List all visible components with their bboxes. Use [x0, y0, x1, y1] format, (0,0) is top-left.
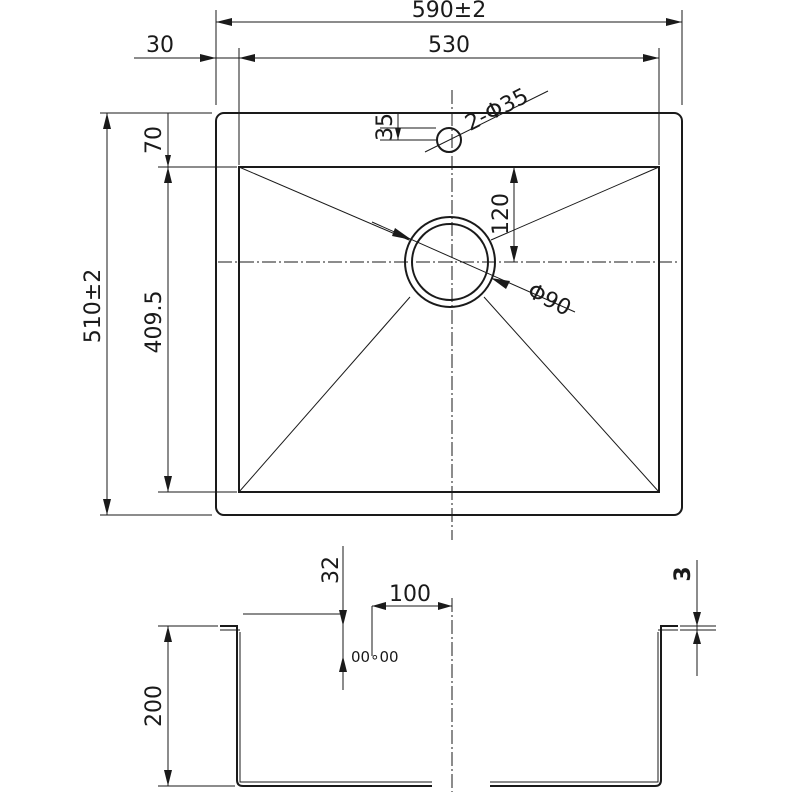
top-flange-label: 70 [142, 126, 167, 154]
bowl-slope-lines [238, 166, 660, 493]
dimension-overall-depth: 510±2 [81, 112, 212, 516]
dimension-drain-diameter: Φ90 [371, 221, 576, 322]
drain-diameter-label: Φ90 [523, 279, 575, 322]
tap-hole-offset-label: 35 [373, 113, 398, 141]
dimension-bowl-width: 30 530 [134, 33, 660, 165]
bowl-height-label: 200 [142, 685, 167, 727]
sink-side-profile [220, 625, 678, 787]
sheet-thickness-label: 3 [671, 566, 696, 581]
bowl-length-label: 409.5 [142, 291, 167, 354]
dimension-drain-offset: 120 [489, 167, 518, 262]
overflow-marking: 00∘00 [351, 648, 399, 666]
tap-hole-label: 2-Φ35 [461, 84, 532, 137]
drain-offset-label: 120 [489, 193, 514, 235]
top-view [215, 90, 683, 540]
dimension-bowl-length: 409.5 [142, 167, 237, 493]
sink-outer-outline [215, 112, 683, 516]
dimension-tap-hole: 2-Φ35 [424, 84, 549, 153]
bowl-outline [238, 166, 660, 493]
side-view: 00∘00 [220, 598, 678, 792]
dimension-overflow-offset: 32 [243, 546, 347, 690]
flange-offset-label: 30 [146, 33, 174, 58]
dimension-sheet-thickness: 3 [671, 560, 716, 676]
dimension-top-flange: 70 [142, 112, 237, 168]
dimension-tap-hole-offset: 35 [373, 112, 436, 141]
tap-hole-circle [436, 127, 462, 153]
overflow-spacing-label: 100 [389, 582, 431, 607]
overall-depth-label: 510±2 [81, 269, 106, 343]
bowl-width-label: 530 [428, 33, 470, 58]
sink-side-inner-wall [220, 629, 678, 783]
overall-width-label: 590±2 [412, 0, 486, 23]
dimension-overall-width: 590±2 [215, 0, 683, 105]
dimension-bowl-height: 200 [142, 625, 235, 787]
overflow-offset-label: 32 [319, 556, 344, 584]
dimension-overflow-spacing: 100 [371, 582, 452, 656]
